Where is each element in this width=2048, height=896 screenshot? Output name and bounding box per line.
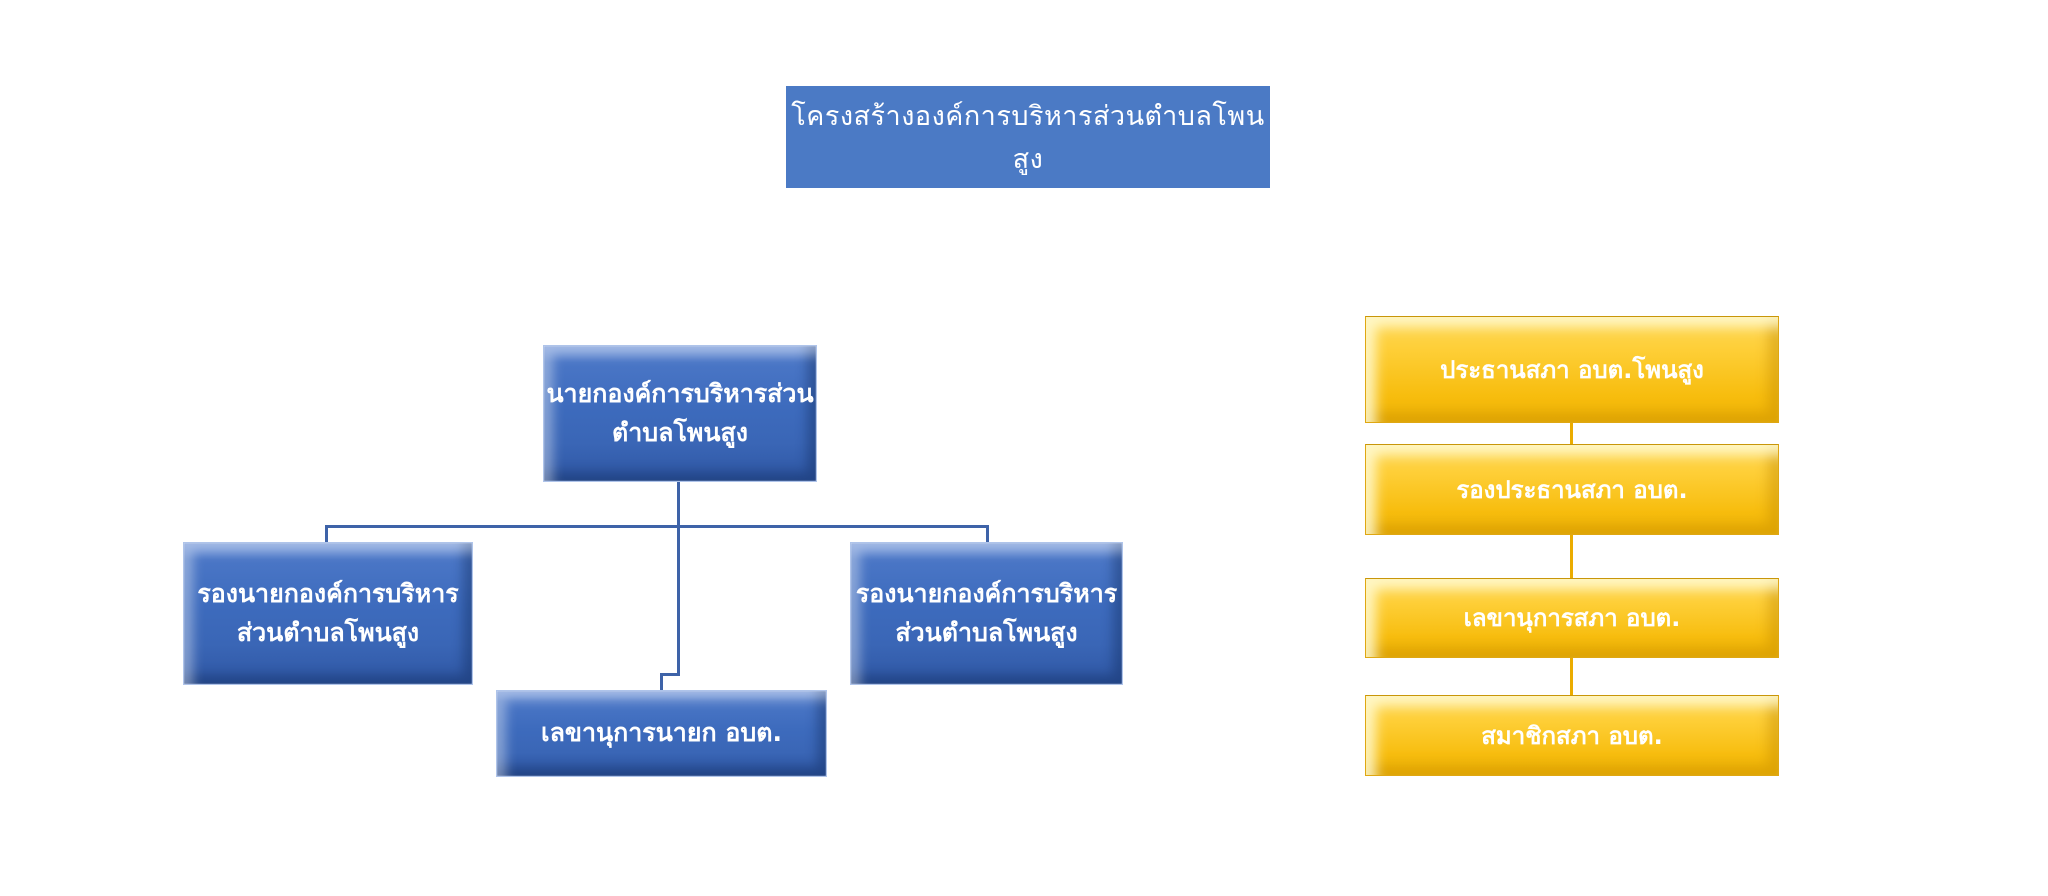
- mayor-box: นายกองค์การบริหารส่วน ตำบลโพนสูง: [543, 345, 817, 482]
- connector-secretary-stem: [677, 525, 680, 676]
- council-chairman-box: ประธานสภา อบต.โพนสูง: [1365, 316, 1779, 423]
- mayor-secretary-box: เลขานุการนายก อบต.: [496, 690, 827, 777]
- connector-council-1: [1570, 423, 1573, 445]
- council-vice-chairman-box: รองประธานสภา อบต.: [1365, 444, 1779, 535]
- connector-children-horizontal: [325, 525, 989, 528]
- connector-secretary-drop: [660, 673, 663, 691]
- chart-title: โครงสร้างองค์การบริหารส่วนตำบลโพนสูง: [786, 86, 1270, 188]
- connector-left-deputy-drop: [325, 525, 328, 544]
- connector-council-3: [1570, 658, 1573, 696]
- council-members-box: สมาชิกสภา อบต.: [1365, 695, 1779, 776]
- connector-right-deputy-drop: [986, 525, 989, 544]
- deputy-mayor-right-box: รองนายกองค์การบริหาร ส่วนตำบลโพนสูง: [850, 542, 1123, 685]
- connector-mayor-stem: [677, 482, 680, 527]
- council-secretary-box: เลขานุการสภา อบต.: [1365, 578, 1779, 658]
- deputy-mayor-left-box: รองนายกองค์การบริหาร ส่วนตำบลโพนสูง: [183, 542, 473, 685]
- connector-secretary-jog: [660, 673, 680, 676]
- connector-council-2: [1570, 535, 1573, 579]
